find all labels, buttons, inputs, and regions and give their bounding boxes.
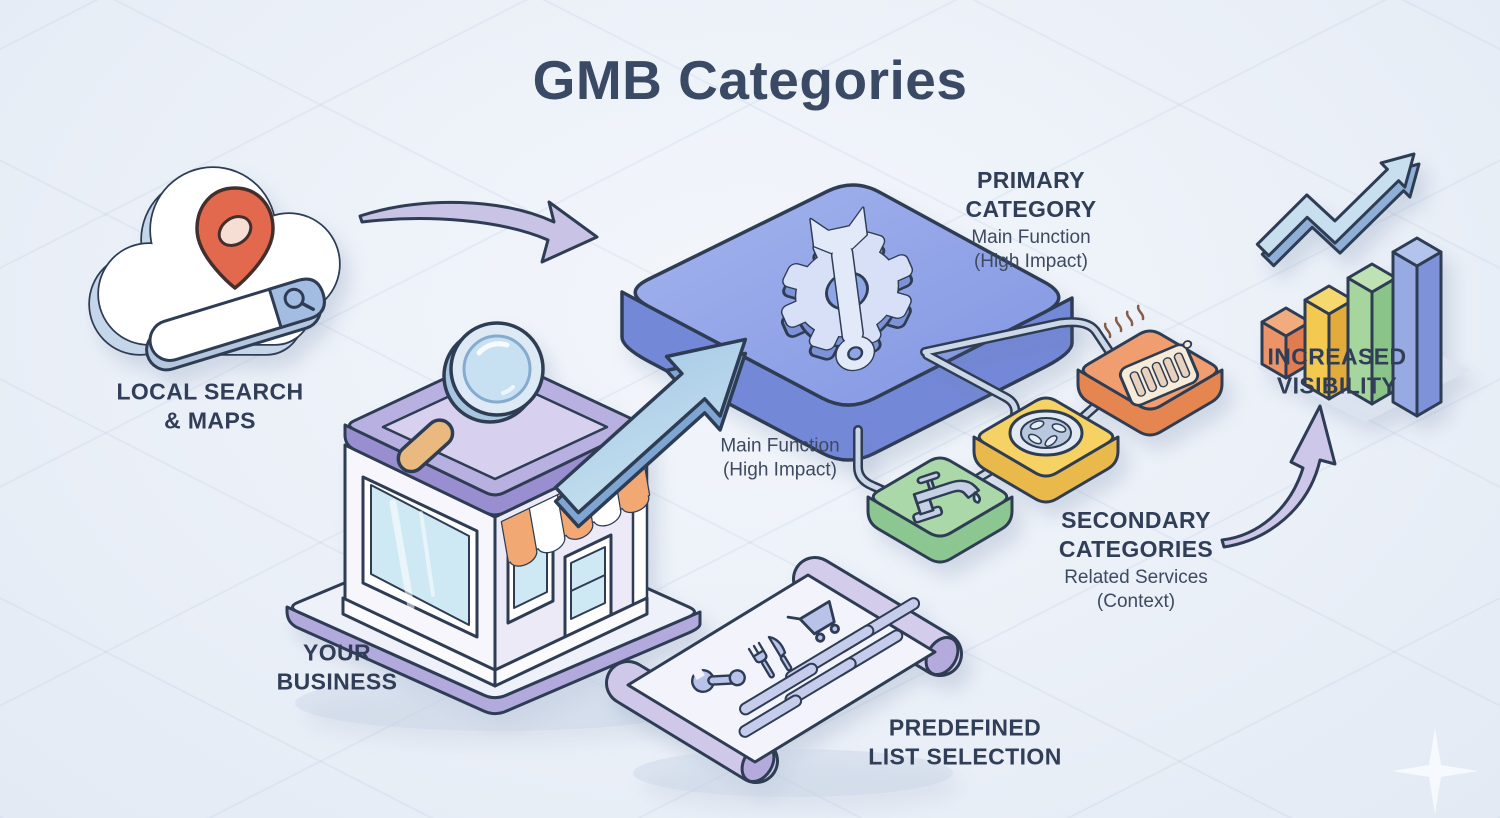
- tile-plumbing: [866, 456, 1014, 564]
- tile-ventilation: [972, 396, 1120, 504]
- label-local-search-maps: LOCAL SEARCH & MAPS: [116, 378, 304, 433]
- scroll-list-illustration: [605, 556, 963, 797]
- label-primary-category: PRIMARY CATEGORY Main Function (High Imp…: [966, 166, 1097, 274]
- secondary-categories-title: SECONDARY CATEGORIES: [1058, 507, 1214, 562]
- trend-arrow-icon: [1255, 152, 1421, 268]
- tile-heating: [1076, 304, 1224, 437]
- growth-bar-chart-icon: [1255, 152, 1471, 422]
- wrench-icon: [809, 206, 876, 372]
- page-title: GMB Categories: [532, 48, 968, 111]
- location-pin-icon: [195, 186, 275, 290]
- radiator-icon: [1103, 304, 1200, 407]
- faucet-icon: [912, 471, 982, 524]
- list-lines: [738, 597, 921, 738]
- primary-category-title: PRIMARY CATEGORY: [965, 167, 1097, 222]
- magnifying-glass-icon: [396, 321, 545, 474]
- bar-blue: [1391, 236, 1443, 418]
- vent-fan-icon: [1008, 409, 1084, 457]
- bars: [1260, 236, 1443, 418]
- label-predefined-list: PREDEFINED LIST SELECTION: [868, 714, 1062, 769]
- primary-category-subtitle: Main Function (High Impact): [971, 227, 1091, 273]
- secondary-categories-subtitle: Related Services (Context): [1064, 567, 1208, 613]
- arrow-cloud-to-primary: [358, 200, 599, 264]
- fork-knife-icon: [747, 635, 793, 679]
- gear-icon: [780, 206, 914, 372]
- label-main-function-note: Main Function (High Impact): [720, 435, 840, 480]
- label-your-business: YOUR BUSINESS: [276, 639, 398, 694]
- storefront-window: [361, 475, 479, 639]
- label-secondary-categories: SECONDARY CATEGORIES Related Services (C…: [1059, 506, 1213, 614]
- bar-green: [1346, 262, 1398, 406]
- arrow-business-to-primary: [553, 337, 748, 529]
- local-search-cloud-illustration: [88, 166, 341, 372]
- storefront-door: [563, 533, 613, 645]
- search-bar-icon: [145, 277, 326, 372]
- secondary-categories-illustration: [853, 304, 1224, 564]
- arrow-secondary-to-visibility: [1220, 404, 1337, 549]
- scroll-list-icon: [605, 556, 963, 784]
- label-increased-visibility: INCREASED VISIBILITY: [1267, 343, 1407, 398]
- shopping-cart-icon: [786, 600, 840, 643]
- wrench-small-icon: [690, 665, 746, 694]
- sparkle-icon: [1392, 728, 1478, 814]
